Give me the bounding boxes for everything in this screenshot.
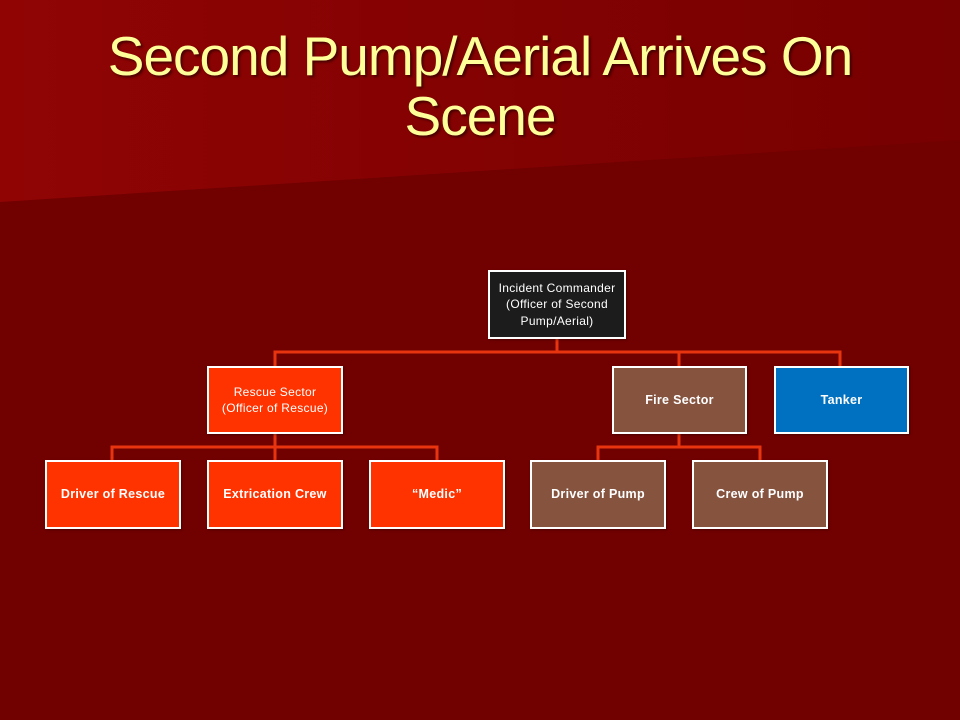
fire-sector-label: Fire Sector xyxy=(645,392,714,407)
incident-commander-label-line-2: (Officer of Second xyxy=(506,297,608,312)
driver-of-rescue-label: Driver of Rescue xyxy=(60,487,166,502)
node-tanker: Tanker xyxy=(774,366,909,434)
crew-of-pump-label: Crew of Pump xyxy=(716,487,804,502)
connector-lines xyxy=(110,337,842,462)
medic-label: “Medic” xyxy=(411,487,463,502)
rescue-sector-label-line-2: (Officer of Rescue) xyxy=(221,401,329,415)
node-driver-of-pump: Driver of Pump xyxy=(530,460,666,529)
tanker-label: Tanker xyxy=(820,392,863,407)
node-extrication-crew: Extrication Crew xyxy=(207,460,343,529)
node-rescue-sector: Rescue Sector (Officer of Rescue) xyxy=(207,366,343,434)
driver-of-pump-label: Driver of Pump xyxy=(551,487,645,502)
incident-commander-label-line-3: Pump/Aerial) xyxy=(520,313,594,328)
incident-commander-label-line-1: Incident Commander xyxy=(498,280,616,295)
node-fire-sector: Fire Sector xyxy=(612,366,747,434)
node-medic: “Medic” xyxy=(369,460,505,529)
extrication-crew-label: Extrication Crew xyxy=(223,487,327,502)
node-driver-of-rescue: Driver of Rescue xyxy=(45,460,181,529)
node-incident-commander: Incident Commander (Officer of Second Pu… xyxy=(488,270,626,339)
node-crew-of-pump: Crew of Pump xyxy=(692,460,828,529)
slide-title: Second Pump/Aerial Arrives On Scene xyxy=(107,25,853,147)
background-top-wedge xyxy=(0,0,960,202)
rescue-sector-label-line-1: Rescue Sector xyxy=(233,384,317,399)
